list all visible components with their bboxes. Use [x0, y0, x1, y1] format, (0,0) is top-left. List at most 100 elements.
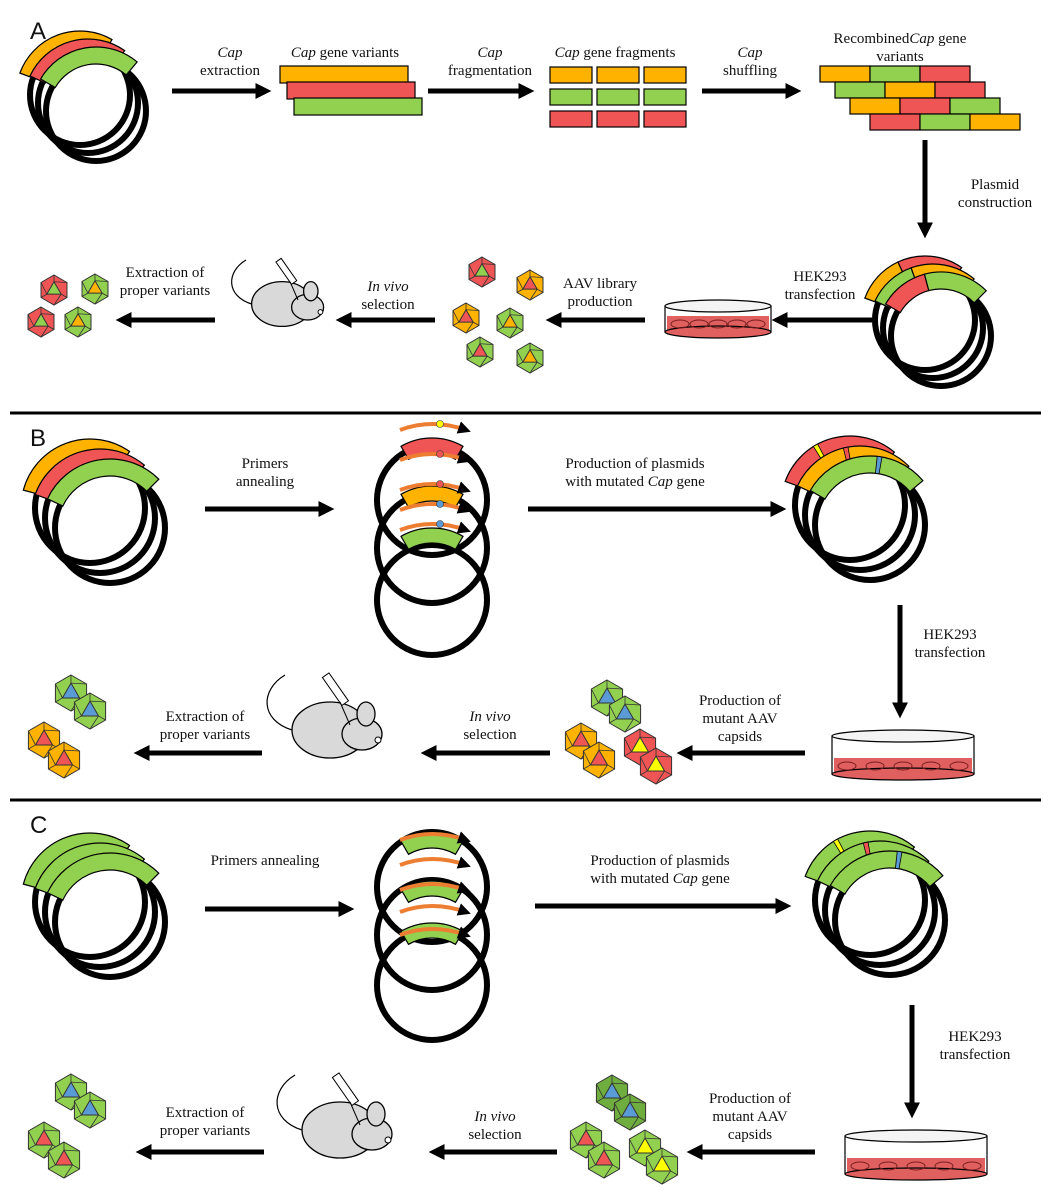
cap-gene-arc [46, 458, 160, 507]
capsid-edge [603, 1149, 620, 1152]
capsid-edge [53, 293, 62, 306]
cell [850, 1161, 870, 1171]
capsid-edge [614, 1102, 622, 1118]
capsid-edge [43, 729, 60, 732]
dish-bottom [664, 325, 772, 339]
cell [670, 319, 690, 329]
capsid-edge [585, 1129, 602, 1132]
recombined-segment [834, 81, 886, 99]
primer-plasmids-b [374, 420, 490, 658]
cap-gene-arc [829, 850, 944, 895]
capsid-edge [55, 1082, 63, 1098]
capsid-edge [27, 325, 35, 330]
gene-fragment [643, 110, 687, 128]
capsid-edge [89, 1114, 99, 1129]
capsid-face [630, 736, 650, 753]
aav-capsid-icon [587, 1141, 621, 1179]
capsid-edge [98, 715, 106, 721]
capsid-edge [72, 764, 80, 770]
capsid-edge [28, 730, 36, 746]
capsid-edge [536, 361, 544, 366]
cell [837, 761, 857, 771]
capsid-edge [89, 700, 106, 703]
capsid-edge [664, 770, 672, 776]
capsid-edge [640, 770, 648, 776]
capsid-edge [472, 321, 480, 326]
capsid-face [34, 1129, 54, 1146]
capsid-edge [640, 756, 648, 772]
cell [727, 319, 747, 329]
cap-gene-arc [923, 271, 988, 304]
capsid-edge [661, 1170, 671, 1185]
aav-capsid-icon [496, 307, 524, 339]
capsid-face [521, 348, 539, 363]
mutation-mark [894, 850, 903, 870]
capsid-edge [624, 703, 641, 706]
capsid-edge [516, 361, 524, 366]
mouse-icon [276, 1072, 393, 1159]
aav-capsid-icon [452, 302, 480, 334]
aav-capsid-icon [47, 1141, 81, 1179]
panel-a-label: A [30, 18, 47, 45]
capsid-edge [40, 293, 48, 298]
capsid-face [594, 1149, 614, 1166]
gene-bar [286, 81, 416, 100]
cell [689, 319, 709, 329]
aav-capsid-icon [466, 336, 494, 368]
primer-arrow [399, 831, 471, 844]
primer-arrow [399, 903, 471, 916]
panel-b-label: B [30, 425, 47, 452]
capsid-face [501, 313, 519, 328]
primer-plasmids-c [374, 829, 490, 1043]
capsid-edge [74, 715, 82, 721]
capsid-edge [516, 288, 524, 293]
cell [878, 1161, 898, 1171]
capsid-edge [639, 736, 656, 739]
cell [893, 761, 913, 771]
primer-star [436, 480, 444, 488]
mouse-tail [276, 1074, 303, 1131]
capsid-edge [468, 264, 476, 277]
aav-capsid-icon [516, 269, 544, 301]
cell [746, 319, 766, 329]
syringe-needle [289, 281, 299, 301]
capsid-edge [84, 325, 92, 330]
capsid-face [457, 308, 475, 323]
mouse-eye [317, 309, 324, 315]
capsid-edge [588, 1164, 596, 1170]
recombined-segment [869, 113, 921, 131]
recombined-segment [899, 97, 951, 115]
capsid-edge [509, 326, 518, 339]
gene-fragment [549, 66, 593, 84]
capsid-edge [591, 702, 599, 708]
capsid-edge [74, 701, 82, 717]
mouse-ear [356, 701, 376, 727]
capsid-edge [516, 277, 524, 290]
capsid-edge [74, 1100, 82, 1116]
capsid-edge [488, 275, 496, 280]
primer-arrow [399, 481, 471, 494]
mouse-eye [384, 1136, 392, 1144]
label-cap-gene-fragments: Cap gene fragments [554, 45, 676, 61]
capsid-edge [583, 764, 591, 770]
capsid-edge [48, 1164, 56, 1170]
capsid-edge [509, 314, 524, 316]
capsid-face [602, 1082, 622, 1099]
capsid-edge [481, 263, 496, 265]
capsid-edge [452, 310, 460, 323]
mouse-icon [231, 257, 325, 328]
capsid-edge [614, 1116, 622, 1122]
capsid-edge [609, 704, 617, 720]
aav-capsid-icon [64, 306, 92, 338]
capsid-edge [603, 1164, 613, 1179]
mouse-icon [266, 672, 383, 759]
primer-arrow [399, 926, 471, 939]
capsid-edge [570, 1144, 578, 1150]
recombined-segment [949, 97, 1001, 115]
capsid-face [521, 275, 539, 290]
